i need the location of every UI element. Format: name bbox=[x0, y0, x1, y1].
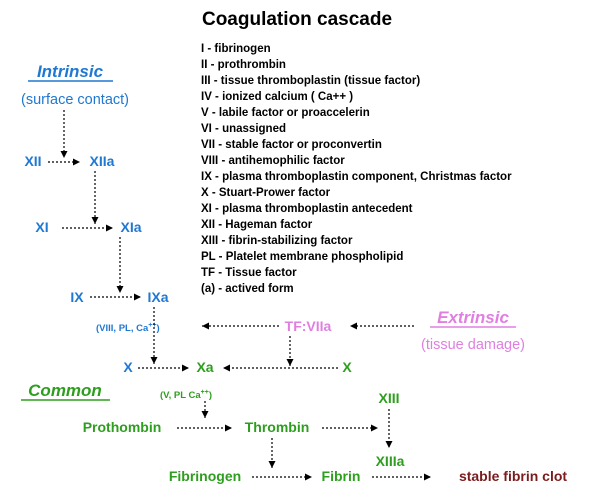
intrinsic-subtitle: (surface contact) bbox=[21, 92, 129, 108]
legend-item: IX - plasma thromboplastin component, Ch… bbox=[201, 171, 512, 183]
intrinsic-title: Intrinsic bbox=[37, 62, 104, 81]
legend-item: TF - Tissue factor bbox=[201, 267, 297, 279]
node-factor-xiia: XIIa bbox=[90, 153, 115, 169]
factor-legend: I - fibrinogen II - prothrombin III - ti… bbox=[201, 43, 512, 295]
node-fibrin: Fibrin bbox=[322, 468, 361, 484]
node-factor-xa: Xa bbox=[196, 359, 213, 375]
common-title: Common bbox=[28, 381, 102, 400]
legend-item: V - labile factor or proaccelerin bbox=[201, 107, 370, 119]
node-factor-xi: XI bbox=[35, 219, 48, 235]
node-factor-xiiia: XIIIa bbox=[376, 453, 405, 469]
legend-item: VI - unassigned bbox=[201, 123, 286, 135]
extrinsic-title: Extrinsic bbox=[437, 308, 509, 327]
common-header: Common bbox=[21, 381, 110, 401]
node-factor-x-extrinsic: X bbox=[342, 359, 352, 375]
legend-item: X - Stuart-Prower factor bbox=[201, 187, 331, 199]
node-factor-xia: XIa bbox=[120, 219, 141, 235]
node-factor-x-intrinsic: X bbox=[123, 359, 133, 375]
intrinsic-header: Intrinsic (surface contact) bbox=[21, 62, 129, 108]
node-prothrombin: Prothombin bbox=[83, 419, 162, 435]
node-factor-ix: IX bbox=[70, 289, 84, 305]
extrinsic-subtitle: (tissue damage) bbox=[421, 337, 525, 353]
node-factor-xii: XII bbox=[24, 153, 41, 169]
legend-item: PL - Platelet membrane phospholipid bbox=[201, 251, 403, 263]
intrinsic-cofactors: (VIII, PL, Ca++) bbox=[96, 322, 160, 334]
node-tf-viia: TF:VIIa bbox=[285, 318, 332, 334]
legend-item: III - tissue thromboplastin (tissue fact… bbox=[201, 75, 420, 87]
legend-item: (a) - actived form bbox=[201, 283, 294, 295]
legend-item: II - prothrombin bbox=[201, 59, 286, 71]
legend-item: IV - ionized calcium ( Ca++ ) bbox=[201, 91, 353, 103]
node-thrombin: Thrombin bbox=[245, 419, 310, 435]
diagram-title: Coagulation cascade bbox=[202, 9, 392, 30]
legend-item: XII - Hageman factor bbox=[201, 219, 313, 231]
legend-item: XIII - fibrin-stabilizing factor bbox=[201, 235, 353, 247]
extrinsic-header: Extrinsic (tissue damage) bbox=[421, 308, 525, 353]
common-cofactors: (V, PL Ca++) bbox=[160, 389, 212, 401]
legend-item: XI - plasma thromboplastin antecedent bbox=[201, 203, 413, 215]
node-stable-fibrin-clot: stable fibrin clot bbox=[459, 468, 567, 484]
legend-item: VII - stable factor or proconvertin bbox=[201, 139, 382, 151]
cascade-arrows bbox=[48, 110, 431, 481]
node-factor-xiii: XIII bbox=[378, 390, 399, 406]
legend-item: VIII - antihemophilic factor bbox=[201, 155, 345, 167]
legend-item: I - fibrinogen bbox=[201, 43, 271, 55]
node-fibrinogen: Fibrinogen bbox=[169, 468, 241, 484]
node-factor-ixa: IXa bbox=[147, 289, 168, 305]
